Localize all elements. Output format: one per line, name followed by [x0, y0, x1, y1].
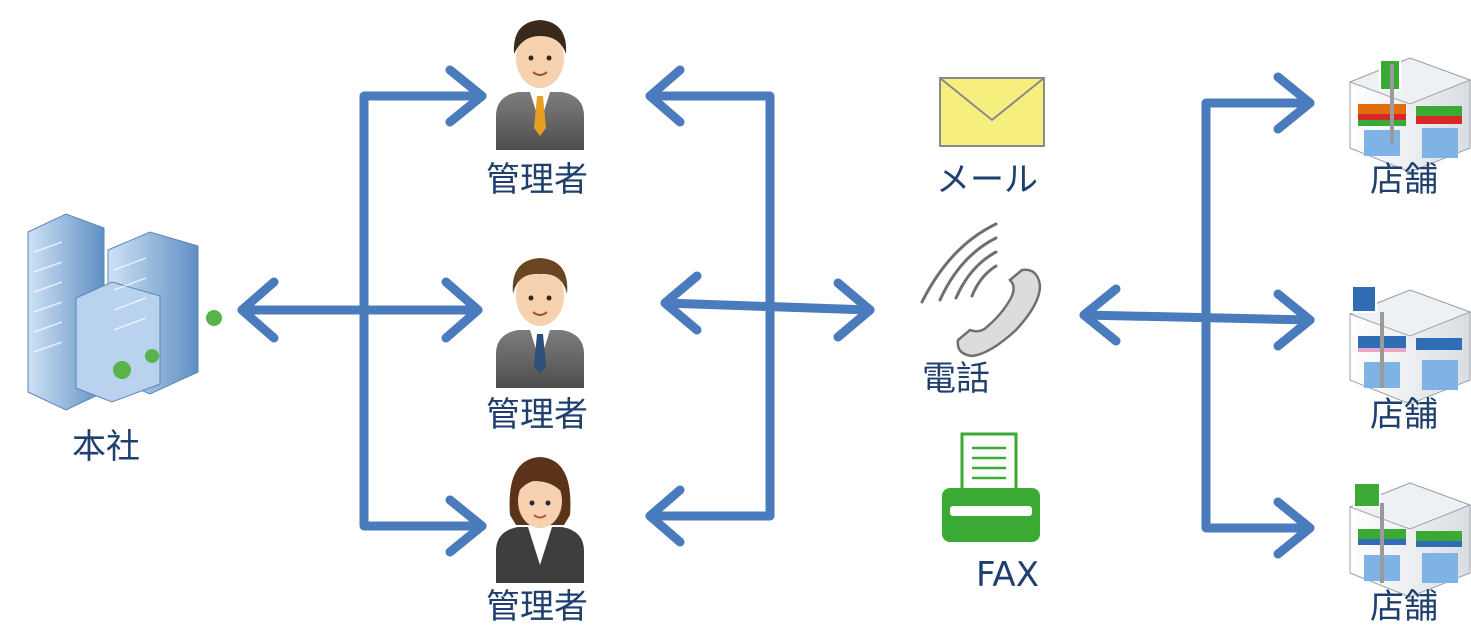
- left-bracket: [359, 91, 487, 531]
- hq-arrowhead-left: [237, 277, 279, 343]
- manager-label: 管理者: [486, 587, 588, 627]
- center-arrowhead-left: [660, 271, 702, 335]
- connector-lines: [237, 65, 1315, 559]
- store-label: 店舗: [1370, 160, 1438, 200]
- store3-arrowhead: [1273, 497, 1315, 559]
- managers-to-channels-arrow: [660, 298, 875, 315]
- fax-label: FAX: [976, 555, 1039, 595]
- manager-label: 管理者: [486, 160, 588, 200]
- male-manager-icon: [496, 258, 584, 388]
- manager1-return-arrowhead: [645, 65, 685, 127]
- hq-arrowhead-right: [441, 277, 483, 343]
- store1-arrowhead: [1273, 72, 1315, 134]
- manager-label: 管理者: [486, 395, 588, 435]
- convenience-store-icon: [1348, 57, 1471, 173]
- manager3-return-arrowhead: [645, 485, 685, 547]
- store-bracket: [1201, 98, 1315, 533]
- male-manager-icon: [496, 20, 584, 150]
- phone-label: 電話: [922, 359, 990, 399]
- headquarters-label: 本社: [72, 427, 140, 467]
- center-arrowhead-right: [833, 278, 875, 342]
- store2-arrowhead: [1273, 289, 1315, 351]
- office-building-icon: [27, 213, 222, 411]
- fax-machine-icon: [942, 432, 1040, 542]
- channels-to-stores-arrow: [1079, 310, 1315, 325]
- stores-arrowhead-left: [1079, 284, 1121, 346]
- manager1-arrowhead: [445, 65, 487, 127]
- manager3-arrowhead: [445, 495, 487, 557]
- mail-envelope-icon: [939, 77, 1045, 147]
- mail-label: メール: [936, 160, 1038, 200]
- telephone-icon: [920, 222, 1042, 358]
- store-label: 店舗: [1370, 395, 1438, 435]
- convenience-store-icon: [1348, 285, 1471, 405]
- store-label: 店舗: [1370, 587, 1438, 627]
- convenience-store-icon: [1348, 482, 1471, 598]
- female-manager-icon: [496, 457, 584, 583]
